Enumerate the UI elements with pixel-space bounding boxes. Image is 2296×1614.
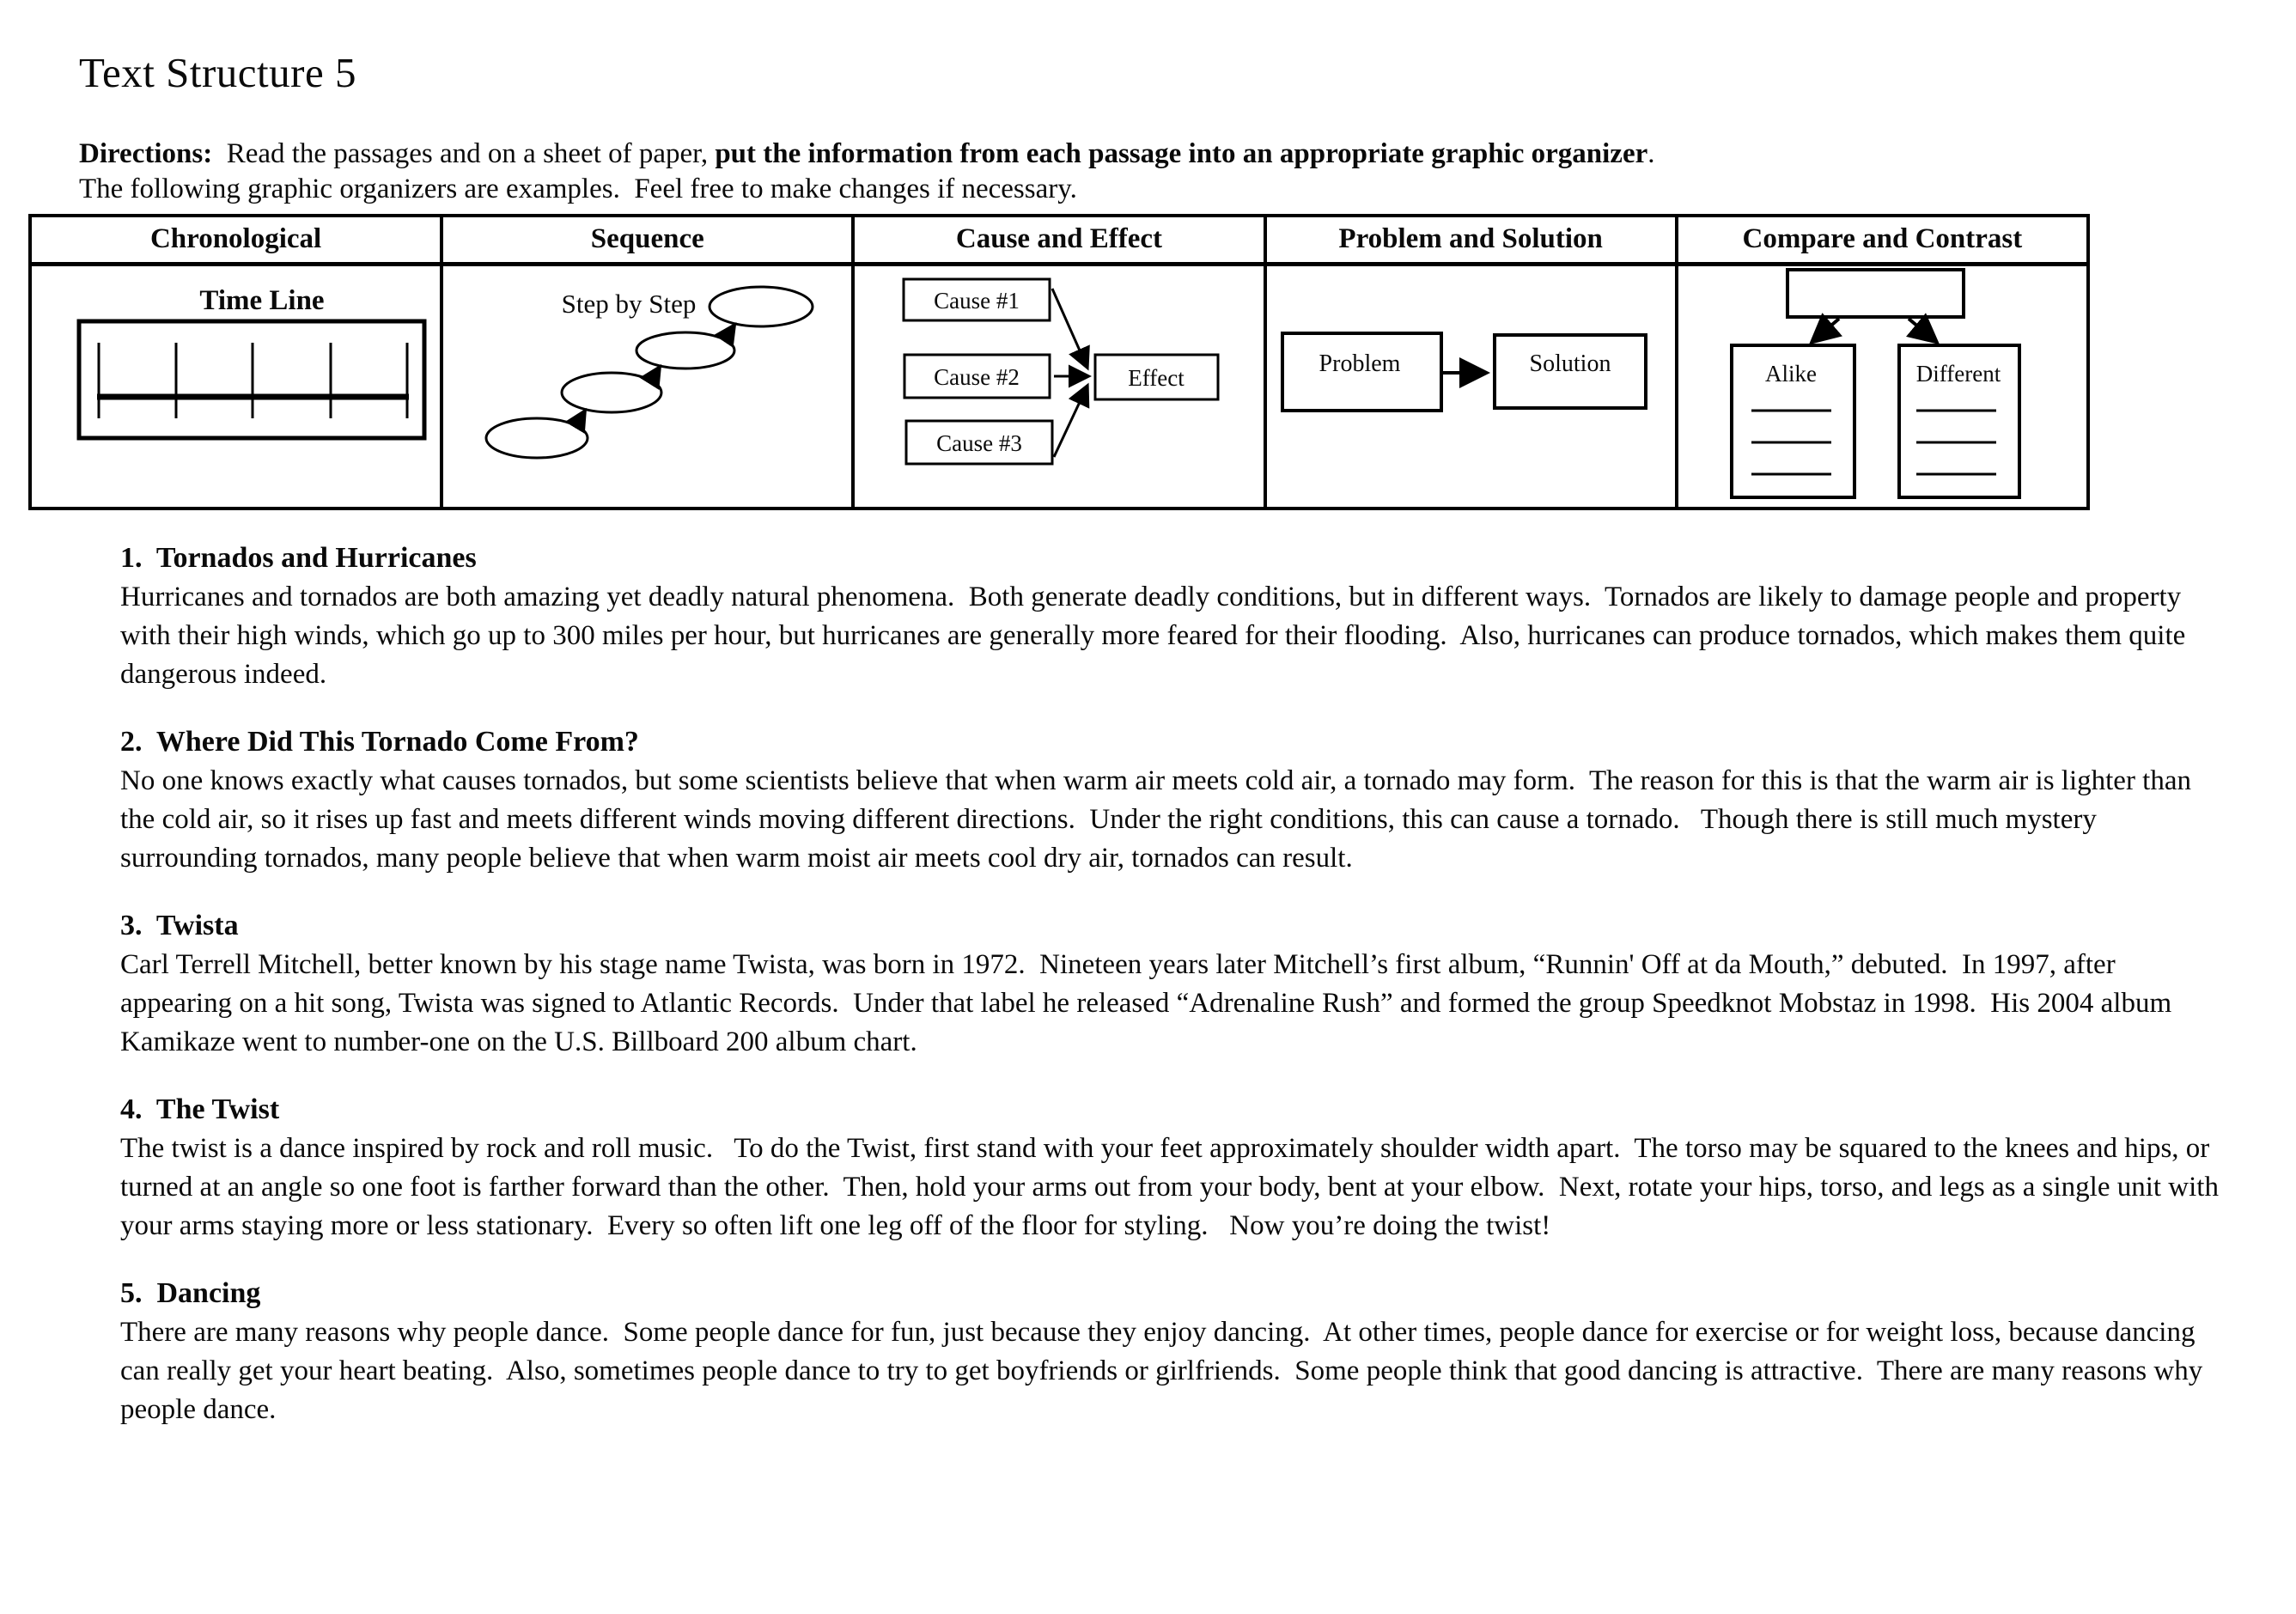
compare-contrast-diagram: Alike Different [1729, 267, 2021, 499]
sequence-oval [635, 331, 736, 369]
solution-label: Solution [1529, 350, 1611, 377]
passage-heading: 2. Where Did This Tornado Come From? [120, 726, 639, 758]
solution-box [1492, 332, 1647, 410]
page-title: Text Structure 5 [79, 49, 356, 96]
cause-1-arrow [1051, 287, 1091, 370]
organizer-cell-compare-and-contrast: Alike Different [1674, 262, 2091, 510]
problem-solution-diagram: Problem Solution [1280, 331, 1647, 412]
passage-where-did-this-tornado-come-from: 2. Where Did This Tornado Come From? No … [120, 726, 2220, 878]
cause-1-label: Cause #1 [935, 288, 1020, 314]
sequence-arrow [714, 321, 737, 348]
column-header-problem-and-solution: Problem and Solution [1263, 214, 1678, 266]
organizer-diagram-row: Time Line [27, 262, 2091, 510]
timeline-label: Time Line [199, 285, 324, 316]
timeline-diagram: Time Line [76, 285, 427, 440]
directions-line-2: The following graphic organizers are exa… [79, 174, 1077, 204]
passage-the-twist: 4. The Twist The twist is a dance inspir… [120, 1093, 2220, 1246]
passage-heading: 1. Tornados and Hurricanes [120, 542, 477, 574]
column-header-compare-and-contrast: Compare and Contrast [1674, 214, 2091, 266]
passages-section: 1. Tornados and Hurricanes Hurricanes an… [120, 542, 2220, 1429]
passage-tornados-and-hurricanes: 1. Tornados and Hurricanes Hurricanes an… [120, 542, 2220, 694]
cause-effect-diagram: Cause #1 Cause #2 Cause #3 Effect [902, 277, 1220, 465]
different-box [1897, 343, 2021, 499]
organizer-header-row: Chronological Sequence Cause and Effect … [27, 214, 2091, 266]
passage-heading: 5. Dancing [120, 1277, 261, 1309]
organizer-cell-chronological: Time Line [27, 262, 444, 510]
organizer-cell-cause-and-effect: Cause #1 Cause #2 Cause #3 Effect [851, 262, 1267, 510]
passage-heading: 3. Twista [120, 910, 239, 941]
sequence-arrow [564, 407, 588, 434]
problem-label: Problem [1319, 350, 1400, 377]
alike-box [1729, 343, 1856, 499]
effect-box [1093, 353, 1220, 400]
cause-3-label: Cause #3 [937, 430, 1023, 456]
alike-arrow [1808, 312, 1842, 344]
timeline-box [76, 319, 427, 440]
passage-body: Carl Terrell Mitchell, better known by h… [120, 949, 2179, 1057]
organizer-cell-sequence: Step by Step [440, 262, 856, 510]
passage-body: Hurricanes and tornados are both amazing… [120, 582, 2193, 690]
cause-3-arrow [1053, 382, 1090, 458]
alike-label: Alike [1765, 361, 1817, 387]
passage-body: No one knows exactly what causes tornado… [120, 765, 2199, 874]
passage-heading: 4. The Twist [120, 1093, 280, 1125]
sequence-label: Step by Step [562, 289, 697, 319]
cause-1-box [902, 277, 1051, 321]
sequence-oval [708, 285, 814, 327]
sequence-oval [560, 371, 663, 413]
directions-text-2: . [1647, 138, 1655, 169]
directions-text-1: Read the passages and on a sheet of pape… [212, 138, 716, 169]
passage-dancing: 5. Dancing There are many reasons why pe… [120, 1277, 2220, 1429]
column-header-chronological: Chronological [27, 214, 444, 266]
organizer-cell-problem-and-solution: Problem Solution [1263, 262, 1678, 510]
directions: Directions: Read the passages and on a s… [79, 137, 2209, 207]
passage-body: The twist is a dance inspired by rock an… [120, 1133, 2226, 1241]
topic-box [1785, 267, 1965, 319]
passage-twista: 3. Twista Carl Terrell Mitchell, better … [120, 910, 2220, 1062]
directions-bold-text: put the information from each passage in… [715, 138, 1648, 169]
different-arrow [1905, 312, 1940, 344]
different-label: Different [1916, 361, 2001, 387]
cause-2-box [903, 353, 1051, 399]
cause-2-label: Cause #2 [935, 364, 1020, 390]
sequence-oval [484, 417, 589, 459]
effect-label: Effect [1129, 365, 1185, 391]
column-header-cause-and-effect: Cause and Effect [851, 214, 1267, 266]
column-header-sequence: Sequence [440, 214, 856, 266]
cause-3-box [904, 419, 1054, 465]
passage-body: There are many reasons why people dance.… [120, 1317, 2210, 1425]
sequence-diagram: Step by Step [484, 285, 814, 459]
sequence-arrow [639, 363, 662, 390]
graphic-organizer-table: Chronological Sequence Cause and Effect … [27, 214, 2091, 510]
directions-label: Directions: [79, 138, 213, 169]
